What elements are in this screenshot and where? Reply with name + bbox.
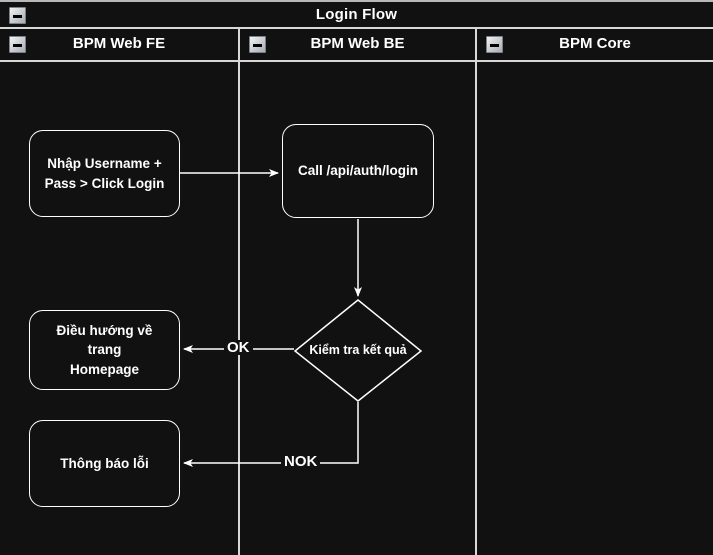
- lane-header-bpm-web-be: BPM Web BE: [240, 29, 475, 62]
- node-show-error-label: Thông báo lỗi: [60, 455, 149, 471]
- lane-title-bpm-web-be: BPM Web BE: [310, 35, 405, 52]
- minus-box-icon[interactable]: [486, 36, 503, 53]
- node-input-line2: Pass > Click Login: [44, 175, 165, 191]
- lane-divider-be-core: [475, 29, 477, 555]
- node-homepage-line2: Homepage: [69, 361, 140, 377]
- node-check-result-label: Kiểm tra kết quả: [309, 343, 407, 357]
- lane-header-bpm-core: BPM Core: [477, 29, 713, 62]
- page-title: Login Flow: [315, 6, 398, 23]
- edge-label-nok: NOK: [281, 454, 321, 469]
- diagram-title-bar: Login Flow: [0, 0, 713, 29]
- edge-check-to-error: [183, 402, 359, 467]
- node-input-line1: Nhập Username +: [47, 155, 162, 171]
- lane-title-bpm-web-fe: BPM Web FE: [72, 35, 166, 52]
- node-go-homepage[interactable]: Điều hướng về trang Homepage: [29, 310, 180, 390]
- node-call-login-api-label: Call /api/auth/login: [297, 163, 418, 179]
- minus-box-icon[interactable]: [9, 36, 26, 53]
- minus-box-icon[interactable]: [249, 36, 266, 53]
- edge-label-ok: OK: [224, 340, 253, 355]
- node-input-credentials-label: Nhập Username + Pass > Click Login: [45, 154, 165, 193]
- node-go-homepage-label: Điều hướng về trang Homepage: [38, 321, 171, 380]
- node-homepage-line1: Điều hướng về trang: [56, 322, 153, 358]
- lane-header-bpm-web-fe: BPM Web FE: [0, 29, 238, 62]
- node-input-credentials[interactable]: Nhập Username + Pass > Click Login: [29, 130, 180, 217]
- lane-divider-fe-be: [238, 29, 240, 555]
- node-show-error[interactable]: Thông báo lỗi: [29, 420, 180, 507]
- minus-box-icon[interactable]: [9, 7, 26, 24]
- lane-title-bpm-core: BPM Core: [559, 35, 631, 52]
- node-call-login-api[interactable]: Call /api/auth/login: [282, 124, 434, 218]
